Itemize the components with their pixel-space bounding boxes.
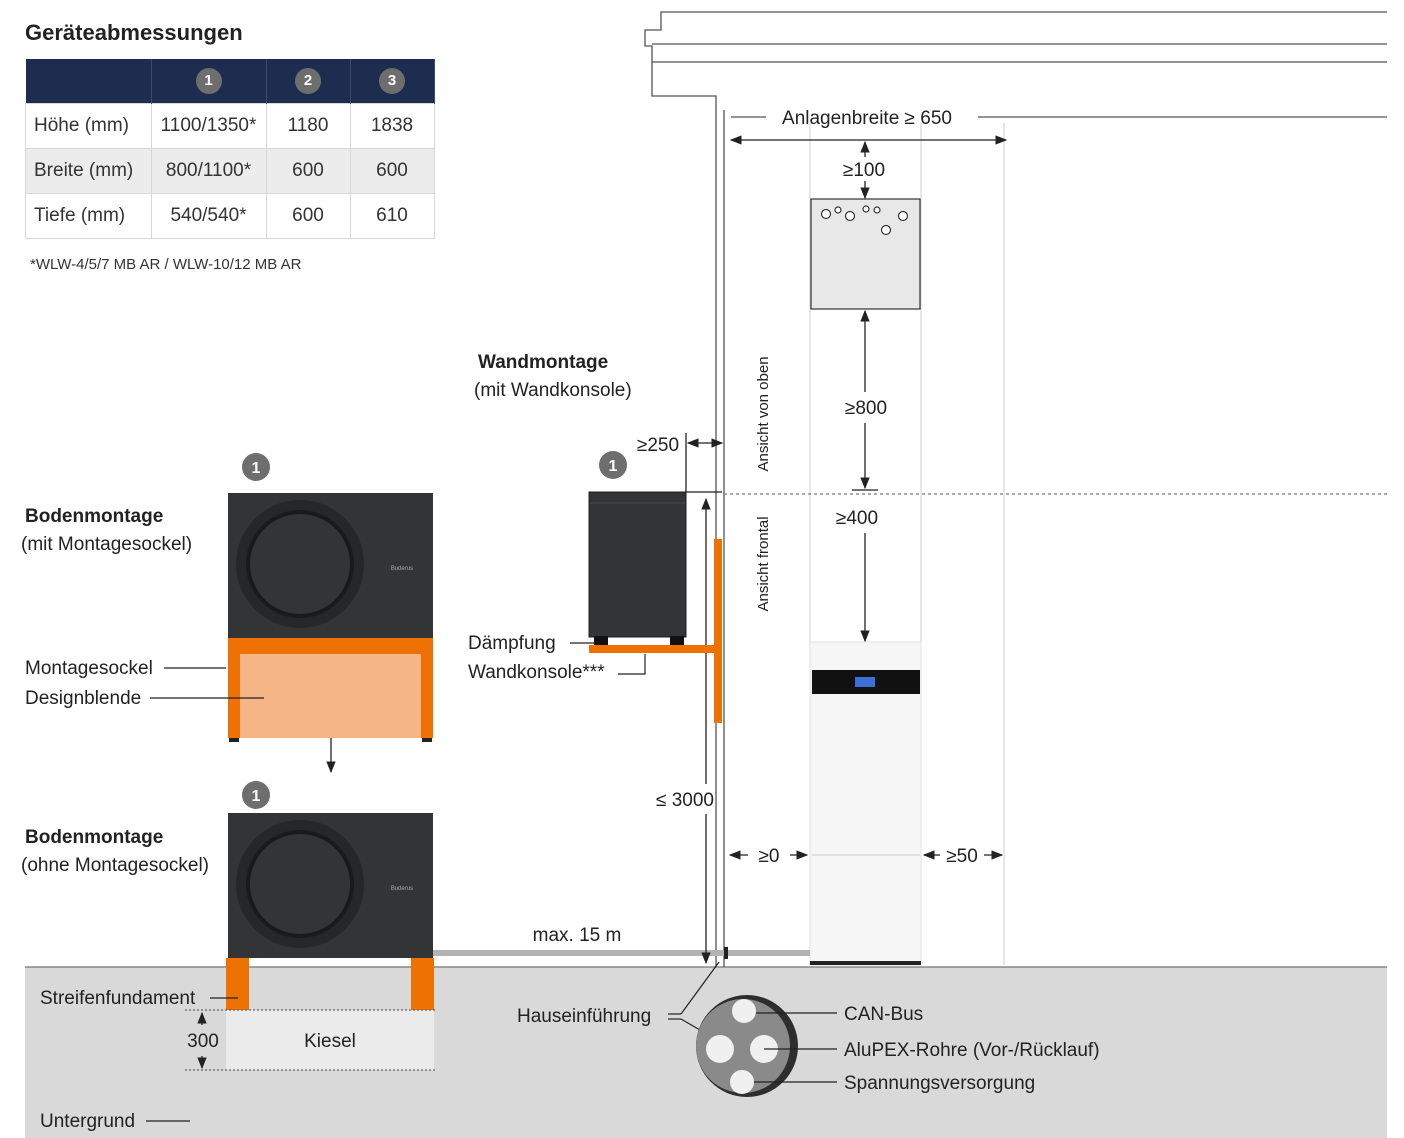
brand-logo-2: Buderus: [391, 886, 413, 892]
wall-duct: [696, 999, 790, 1093]
boden-mit-title: Bodenmontage: [25, 506, 163, 527]
table-cell: 1180: [265, 103, 351, 149]
dim-250: ≥250: [637, 435, 679, 456]
duct-hole-can: [732, 999, 756, 1023]
label-spannung: Spannungsversorgung: [844, 1073, 1035, 1094]
unit-badge-1: 1: [195, 68, 222, 94]
indoor-unit: [809, 641, 922, 966]
table-cell: 600: [349, 148, 435, 194]
label-can-bus: CAN-Bus: [844, 1004, 923, 1025]
wall-entry-marker: [724, 947, 728, 959]
leader-hauseinfuehrung: [668, 961, 720, 1031]
page-title: Geräteabmessungen: [25, 20, 243, 45]
table-row: Breite (mm) 800/1100* 600 600: [25, 148, 435, 194]
dimensions-table: 1 2 3 Höhe (mm) 1100/1350* 1180 1838 Bre…: [25, 59, 435, 239]
label-designblende: Designblende: [25, 688, 141, 709]
strip-foundation-right: [411, 958, 434, 1010]
mounting-base-left: [228, 654, 240, 738]
boden-mit-subtitle: (mit Montagesockel): [21, 534, 192, 555]
mounting-base-top: [228, 638, 433, 654]
duct-leaders: [754, 1012, 837, 1083]
label-wandkonsole: Wandkonsole***: [468, 662, 605, 683]
label-montagesockel: Montagesockel: [25, 658, 153, 679]
brand-logo-1: Buderus: [391, 566, 413, 572]
table-header-col: 3: [350, 59, 435, 104]
table-cell: 800/1100*: [150, 148, 267, 194]
mounting-base-right: [421, 654, 433, 738]
damper-left: [594, 636, 608, 646]
label-max-15m: max. 15 m: [533, 925, 622, 946]
wall-unit: [588, 491, 687, 638]
label-daempfung: Dämpfung: [468, 633, 556, 654]
dim-3000: ≤ 3000: [656, 790, 714, 811]
table-cell: 540/540*: [150, 193, 267, 239]
boden-mit-badge: [242, 453, 270, 481]
label-ansicht-oben: Ansicht von oben: [755, 356, 772, 471]
boden-ohne-badge-label: 1: [252, 788, 261, 805]
boden-ohne-title: Bodenmontage: [25, 827, 163, 848]
boden-mit-badge-label: 1: [252, 460, 261, 477]
fan-ring-2: [246, 830, 354, 938]
indoor-unit-base: [810, 961, 921, 965]
display-screen: [855, 677, 875, 687]
table-cell: 600: [265, 193, 351, 239]
dim-50: ≥50: [946, 846, 978, 867]
table-row: Tiefe (mm) 540/540* 600 610: [25, 193, 435, 239]
fan-ring-1: [246, 510, 354, 618]
dim-800: ≥800: [845, 398, 887, 419]
design-panel: [240, 654, 421, 738]
row-label: Tiefe (mm): [25, 193, 152, 239]
damper-right: [670, 636, 684, 646]
table-cell: 610: [349, 193, 435, 239]
label-streifenfundament: Streifenfundament: [40, 988, 196, 1009]
dim-400: ≥400: [836, 508, 878, 529]
dim-anlagenbreite: Anlagenbreite ≥ 650: [782, 108, 952, 129]
building-outline: [644, 11, 1387, 967]
label-ansicht-frontal: Ansicht frontal: [755, 516, 772, 611]
wand-subtitle: (mit Wandkonsole): [474, 380, 632, 401]
unit-top-holes: [820, 205, 909, 236]
table-header-row: 1 2 3: [25, 59, 435, 104]
duct-hole-power: [730, 1070, 754, 1094]
row-label: Breite (mm): [25, 148, 152, 194]
boden-ohne-badge: [242, 781, 270, 809]
label-hauseinfuehrung: Hauseinführung: [517, 1006, 651, 1027]
label-kiesel: Kiesel: [304, 1031, 356, 1052]
connection-pipe: [433, 950, 810, 956]
foot-left: [229, 738, 239, 742]
dim-0: ≥0: [759, 846, 780, 867]
wand-badge-label: 1: [609, 458, 618, 475]
dim-300: 300: [187, 1031, 219, 1052]
unit-badge-2: 2: [295, 68, 321, 94]
leader-wandkonsole: [618, 654, 646, 675]
strip-foundation-left: [226, 958, 249, 1010]
duct-hole-pipe-1: [706, 1035, 734, 1063]
dimension-arrows: [197, 135, 1008, 1070]
boden-ohne-subtitle: (ohne Montagesockel): [21, 855, 209, 876]
wall-bracket-plate: [714, 539, 722, 723]
label-alupex: AluPEX-Rohre (Vor-/Rücklauf): [844, 1040, 1100, 1061]
foot-right: [422, 738, 432, 742]
table-header-col: 1: [151, 59, 267, 104]
dim-100: ≥100: [843, 160, 885, 181]
wand-badge: [599, 451, 627, 479]
label-untergrund: Untergrund: [40, 1111, 135, 1132]
table-header-col: 2: [266, 59, 351, 104]
table-row: Höhe (mm) 1100/1350* 1180 1838: [25, 103, 435, 149]
table-cell: 1838: [349, 103, 435, 149]
table-header-empty: [25, 59, 152, 104]
wand-title: Wandmontage: [478, 352, 608, 373]
gravel-bed: [226, 1010, 434, 1070]
table-footnote: *WLW-4/5/7 MB AR / WLW-10/12 MB AR: [30, 256, 302, 273]
wall-bracket-arm: [589, 645, 720, 653]
unit-badge-3: 3: [379, 68, 405, 94]
